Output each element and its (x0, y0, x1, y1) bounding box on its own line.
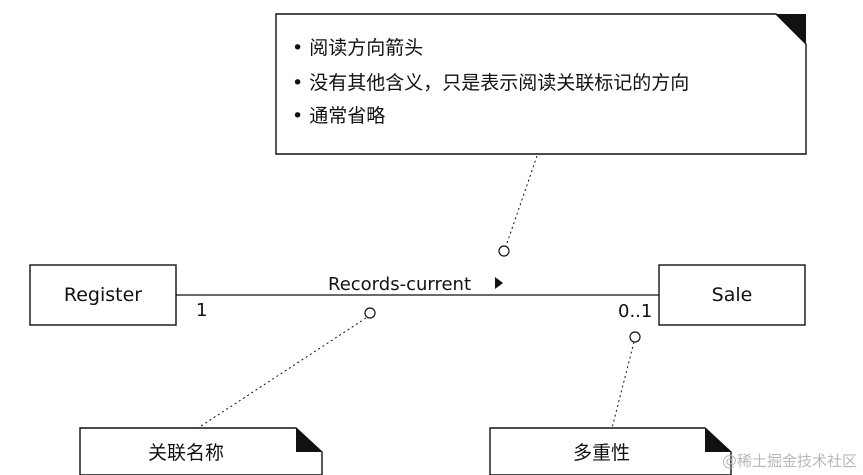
reading-direction-arrow-icon (495, 277, 503, 289)
multiplicity-connector (611, 341, 635, 429)
multiplicity-anchor (629, 331, 641, 343)
top-note-connector (505, 155, 538, 247)
top-note-anchor (498, 245, 510, 257)
association-name-anchor (364, 307, 376, 319)
top-note: • 阅读方向箭头 • 没有其他含义，只是表示阅读关联标记的方向 • 通常省略 (275, 13, 807, 155)
multiplicity-note: 多重性 (489, 427, 732, 475)
sale-class[interactable]: Sale (658, 264, 806, 326)
association-name-note-fold (296, 428, 322, 452)
watermark-text: @稀土掘金技术社区 (722, 452, 857, 470)
association-name-connector (197, 317, 367, 429)
register-class[interactable]: Register (29, 264, 177, 326)
top-note-fold (776, 14, 806, 44)
note-bullet-2: • 没有其他含义，只是表示阅读关联标记的方向 (292, 72, 689, 94)
sale-class-label: Sale (712, 284, 753, 306)
left-multiplicity: 1 (196, 300, 207, 321)
association-name-note-text: 关联名称 (148, 442, 224, 464)
right-multiplicity: 0..1 (618, 301, 652, 322)
note-bullet-3: • 通常省略 (292, 105, 385, 127)
multiplicity-note-text: 多重性 (573, 442, 630, 464)
note-bullet-1: • 阅读方向箭头 (292, 37, 423, 59)
association-name-note: 关联名称 (79, 427, 323, 475)
multiplicity-note-fold (705, 428, 731, 452)
association-name: Records-current (328, 274, 471, 295)
register-class-label: Register (64, 284, 142, 306)
